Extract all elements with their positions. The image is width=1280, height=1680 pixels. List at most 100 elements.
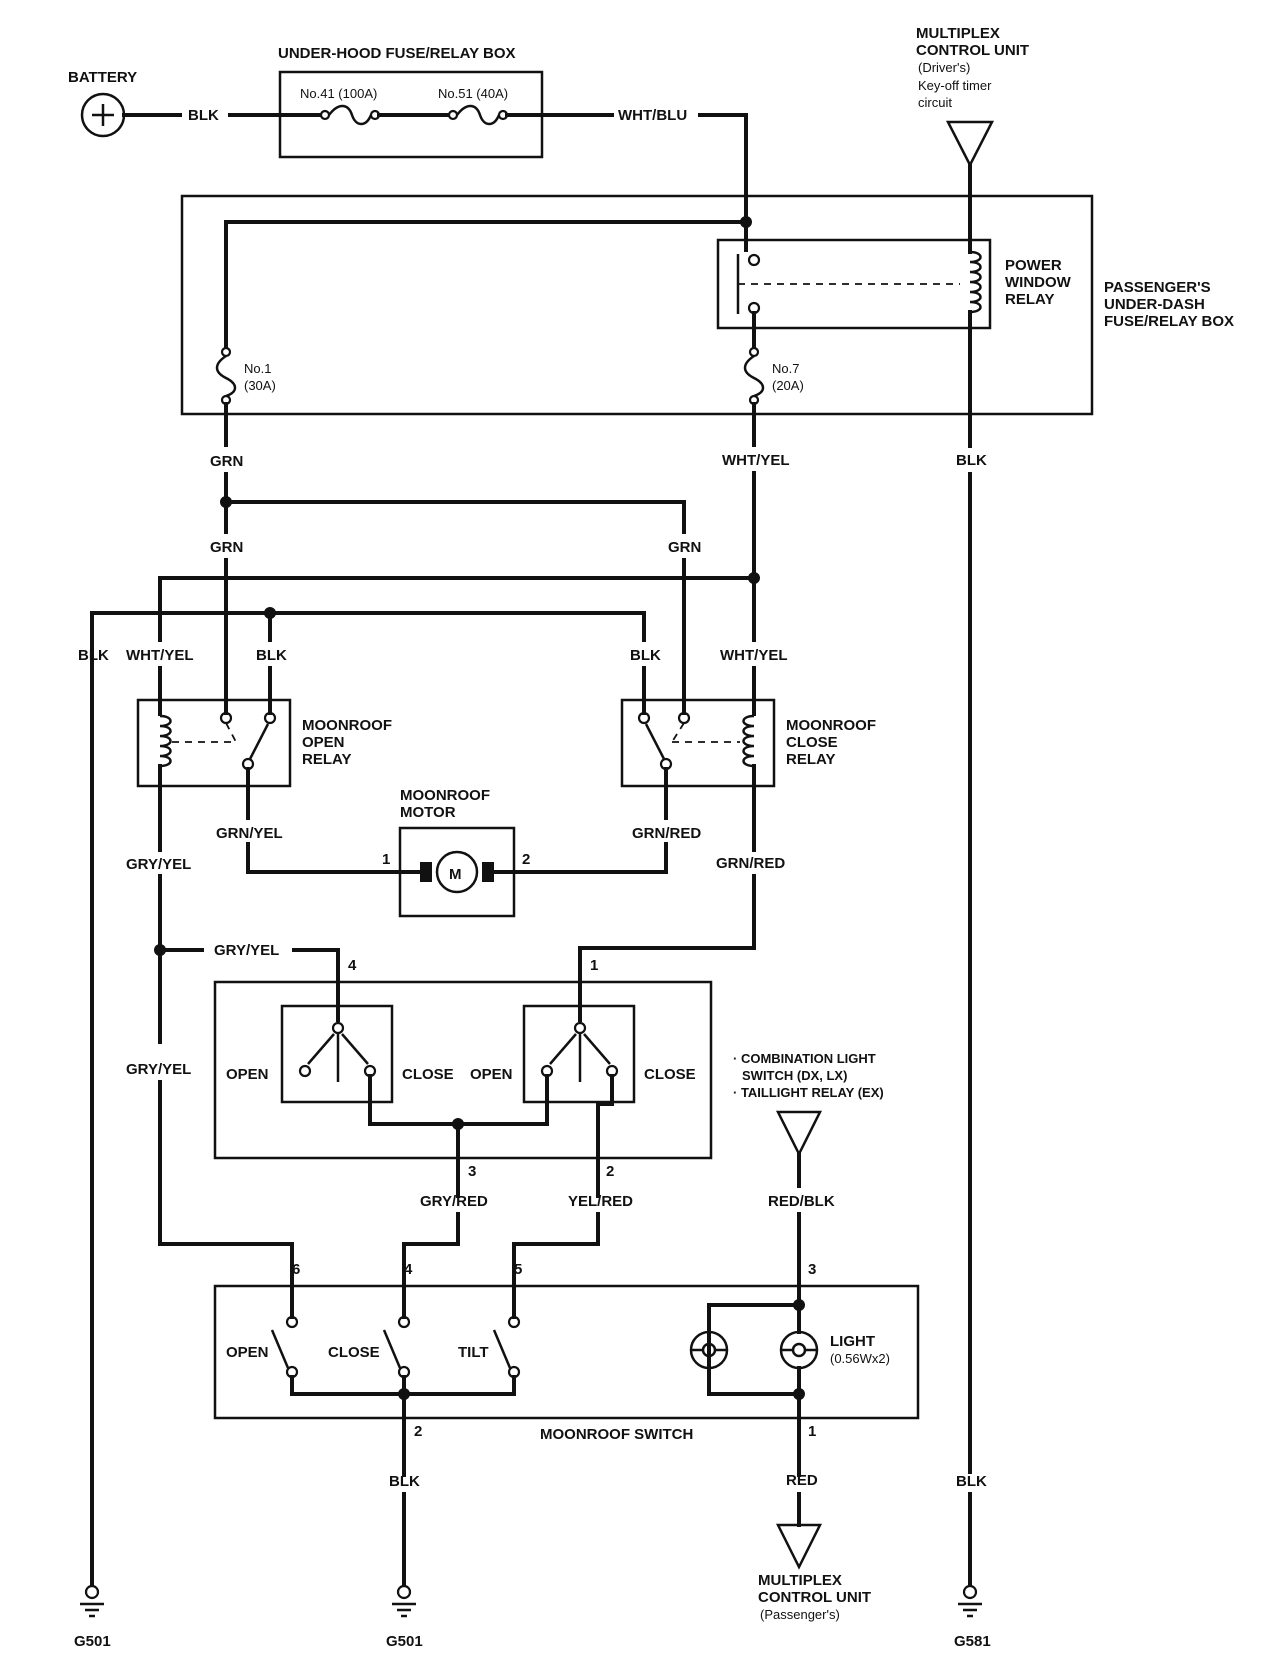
mcu-driver-line1: MULTIPLEX	[916, 25, 1000, 42]
power-window-relay: POWER WINDOW RELAY	[716, 238, 1072, 330]
upper-switch-open-left: OPEN	[226, 1066, 269, 1083]
fuse-no1-label-b: (30A)	[244, 378, 276, 393]
fuse-no1: No.1 (30A)	[215, 346, 276, 406]
fuse-51-label: No.51 (40A)	[438, 86, 508, 101]
wire-label-blk-right-2: BLK	[956, 1473, 987, 1490]
upper-switch-pin2: 2	[606, 1163, 614, 1180]
wire-label-blk-open: BLK	[256, 647, 287, 664]
wire-label-wht-yel-1: WHT/YEL	[722, 452, 790, 469]
upper-switch-pin4: 4	[348, 957, 357, 974]
wire-label-grn-1: GRN	[210, 453, 243, 470]
upper-switch-open-right: OPEN	[470, 1066, 513, 1083]
fuse-no7-label-a: No.7	[772, 361, 799, 376]
lamp-right	[779, 1330, 819, 1370]
passenger-under-dash-box: PASSENGER'S UNDER-DASH FUSE/RELAY BOX	[180, 194, 1234, 416]
ground-label-g501-left: G501	[74, 1633, 111, 1650]
moonroof-switch-pin5: 5	[514, 1261, 522, 1278]
moonroof-switch-pin2: 2	[414, 1423, 422, 1440]
mcu-driver-line2: CONTROL UNIT	[916, 42, 1029, 59]
wire-label-blk-right-1: BLK	[956, 452, 987, 469]
moonroof-close-relay: MOONROOF CLOSE RELAY	[620, 698, 876, 788]
power-window-relay-line2: WINDOW	[1005, 274, 1072, 291]
wire-label-gry-yel-3: GRY/YEL	[126, 1061, 191, 1078]
upper-switch-left	[280, 1004, 394, 1104]
fuse-41	[319, 104, 381, 126]
mcu-driver-line4: Key-off timer	[918, 78, 992, 93]
light-source-line2: SWITCH (DX, LX)	[742, 1068, 847, 1083]
battery-label: BATTERY	[68, 69, 137, 86]
passenger-box-line1: PASSENGER'S	[1104, 279, 1211, 296]
wire-label-grn-3: GRN	[668, 539, 701, 556]
connector-triangle-passenger	[775, 1523, 823, 1570]
mcu-passenger-line1: MULTIPLEX	[758, 1572, 842, 1589]
battery: BATTERY	[68, 69, 137, 138]
light-source-line1: · COMBINATION LIGHT	[733, 1051, 876, 1066]
close-relay-line3: RELAY	[786, 751, 835, 768]
wire-label-yel-red: YEL/RED	[568, 1193, 633, 1210]
wire-label-gry-red: GRY/RED	[420, 1193, 488, 1210]
moonroof-switch-open: OPEN	[226, 1344, 269, 1361]
upper-switch-close-right: CLOSE	[644, 1066, 696, 1083]
mcu-driver-line5: circuit	[918, 95, 952, 110]
open-relay-line2: OPEN	[302, 734, 345, 751]
open-relay-line1: MOONROOF	[302, 717, 392, 734]
wire-label-grn-yel: GRN/YEL	[216, 825, 283, 842]
ground-g501-left: G501	[74, 1584, 111, 1650]
upper-switch-close-left: CLOSE	[402, 1066, 454, 1083]
underhood-fuse-relay-box: UNDER-HOOD FUSE/RELAY BOX No.41 (100A) N…	[278, 45, 544, 159]
fuse-41-label: No.41 (100A)	[300, 86, 377, 101]
connector-triangle-driver	[945, 120, 995, 168]
upper-switch-box: OPEN CLOSE OPEN CLOSE	[213, 980, 713, 1160]
motor-pin2: 2	[522, 851, 530, 868]
wire-label-blk-battery: BLK	[188, 107, 219, 124]
motor-line2: MOTOR	[400, 804, 456, 821]
mcu-passenger: MULTIPLEX CONTROL UNIT (Passenger's)	[758, 1572, 871, 1622]
mcu-passenger-line3: (Passenger's)	[760, 1607, 840, 1622]
close-relay-line2: CLOSE	[786, 734, 838, 751]
wire-label-red-blk: RED/BLK	[768, 1193, 835, 1210]
open-relay-line3: RELAY	[302, 751, 351, 768]
wire-label-blk-left: BLK	[78, 647, 109, 664]
wire-label-grn-2: GRN	[210, 539, 243, 556]
motor-line1: MOONROOF	[400, 787, 490, 804]
light-source-line3: · TAILLIGHT RELAY (EX)	[733, 1085, 884, 1100]
moonroof-switch-pin4: 4	[404, 1261, 413, 1278]
mcu-passenger-line2: CONTROL UNIT	[758, 1589, 871, 1606]
passenger-box-line2: UNDER-DASH	[1104, 296, 1205, 313]
close-relay-line1: MOONROOF	[786, 717, 876, 734]
moonroof-switch-light-line2: (0.56Wx2)	[830, 1351, 890, 1366]
moonroof-switch-pin6: 6	[292, 1261, 300, 1278]
passenger-box-line3: FUSE/RELAY BOX	[1104, 313, 1234, 330]
moonroof-switch-light-line1: LIGHT	[830, 1333, 875, 1350]
moonroof-switch-pin3: 3	[808, 1261, 816, 1278]
ground-g581-right: G581	[954, 1584, 991, 1650]
wire-label-blk-switch: BLK	[389, 1473, 420, 1490]
light-source-connector: · COMBINATION LIGHT SWITCH (DX, LX) · TA…	[733, 1051, 884, 1157]
mcu-driver: MULTIPLEX CONTROL UNIT (Driver's) Key-of…	[916, 25, 1029, 168]
wire-label-red: RED	[786, 1472, 818, 1489]
fuse-no7: No.7 (20A)	[743, 346, 804, 406]
wire-label-blk-close: BLK	[630, 647, 661, 664]
motor-symbol: M	[449, 866, 462, 883]
moonroof-switch-pin1: 1	[808, 1423, 816, 1440]
ground-g501-mid: G501	[386, 1584, 423, 1650]
moonroof-motor: MOONROOF MOTOR M	[398, 787, 516, 918]
upper-switch-pin1: 1	[590, 957, 598, 974]
fuse-no7-label-b: (20A)	[772, 378, 804, 393]
moonroof-open-relay: MOONROOF OPEN RELAY	[136, 698, 392, 788]
wire-label-grn-red-motor: GRN/RED	[632, 825, 701, 842]
ground-label-g581-right: G581	[954, 1633, 991, 1650]
mcu-driver-line3: (Driver's)	[918, 60, 970, 75]
wire-label-wht-yel-open: WHT/YEL	[126, 647, 194, 664]
wire-label-wht-blu: WHT/BLU	[618, 107, 687, 124]
upper-switch-pin3: 3	[468, 1163, 476, 1180]
wire-label-wht-yel-close: WHT/YEL	[720, 647, 788, 664]
fuse-51	[447, 104, 509, 126]
underhood-box-title: UNDER-HOOD FUSE/RELAY BOX	[278, 45, 516, 62]
upper-switch-right	[522, 1004, 636, 1104]
power-window-relay-line3: RELAY	[1005, 291, 1054, 308]
fuse-no1-label-a: No.1	[244, 361, 271, 376]
wire-label-gry-yel-2: GRY/YEL	[214, 942, 279, 959]
moonroof-switch: 6 4 5 OPEN CLOSE TILT LIGHT (	[213, 1261, 920, 1443]
